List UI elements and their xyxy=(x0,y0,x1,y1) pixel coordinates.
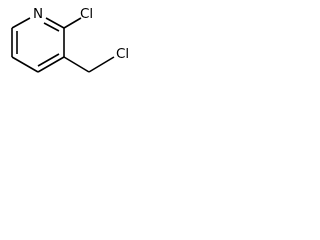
bond-c3-ch2 xyxy=(63,56,90,73)
bond-ch2-cl xyxy=(88,56,115,73)
bond-c6-n xyxy=(11,17,31,29)
bond-c3-c4 xyxy=(37,56,65,73)
molecule-svg: N Cl Cl xyxy=(11,6,129,73)
atom-label-nitrogen: N xyxy=(33,6,43,22)
bond-c4-c5 xyxy=(11,56,39,73)
chemical-structure-diagram: N Cl Cl xyxy=(0,0,154,94)
atom-label-ring-chlorine: Cl xyxy=(80,6,93,22)
bond-c2-cl xyxy=(63,17,82,29)
bond-n-c2 xyxy=(45,17,65,29)
double-bond-n-c2-inner xyxy=(43,22,60,32)
atom-label-chloromethyl-chlorine: Cl xyxy=(116,46,129,62)
double-bond-c3-c4-inner xyxy=(37,53,60,67)
